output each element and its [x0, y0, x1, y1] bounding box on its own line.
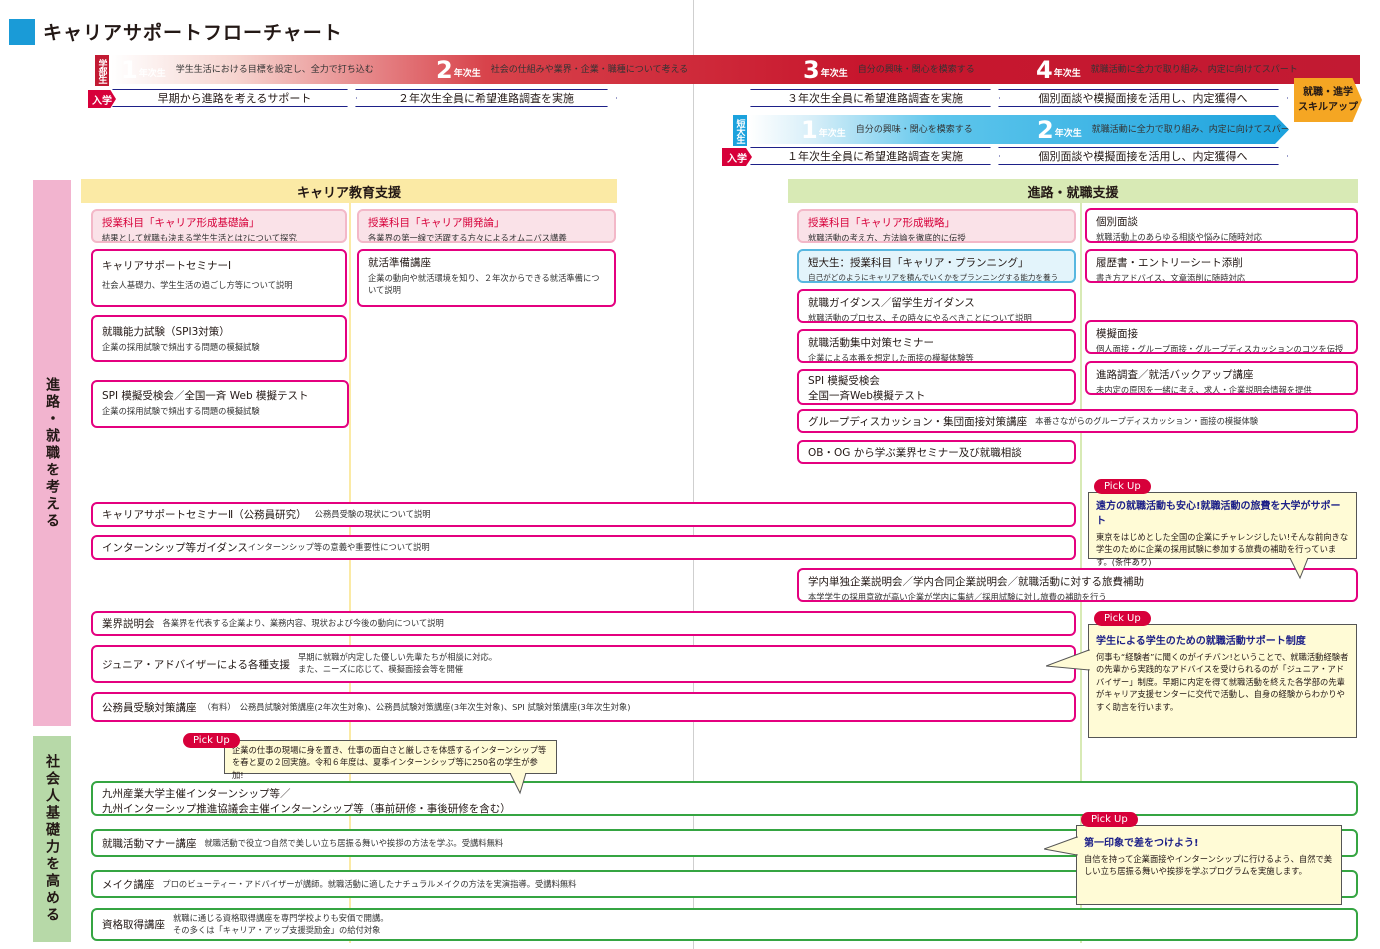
univ-enter-tag: 入学 [88, 90, 116, 108]
civil-service-exam-lecture: 公務員受験対策講座（有料）公務員試験対策講座(2年次生対象)、公務員試験対策講座… [91, 692, 1076, 722]
callout-junior-advisor: 学生による学生のための就職活動サポート制度何事も“経験者”に聞くのがイチバン!と… [1088, 624, 1357, 738]
tanki-career-planning: 短大生：授業科目「キャリア・プランニング」自己がどのようにキャリアを積んでいくか… [797, 249, 1076, 283]
column-line-1 [349, 203, 351, 943]
univ-arrow-3: ３年次生全員に希望進路調査を実施 [750, 89, 1000, 107]
tanki-enter-tag: 入学 [722, 148, 752, 166]
intensive-job-seminar: 就職活動集中対策セミナー企業による本番を想定した面接の模擬体験等 [797, 329, 1076, 363]
section-header-career-support: 進路・就職支援 [788, 179, 1358, 203]
spi-mock-test-left: SPI 模擬受検会／全国一斉 Web 模擬テスト企業の採用試験で頻出する問題の模… [91, 380, 349, 428]
callout-pointer-4 [1044, 836, 1078, 856]
internship-guidance: インターンシップ等ガイダンスインターンシップ等の意義や重要性について説明 [91, 535, 1076, 560]
course-career-formation-basics: 授業科目「キャリア形成基礎論」結果として就職も決まる学生生活とは?について探究 [91, 209, 347, 243]
univ-arrow-4: 個別面談や模擬面接を活用し、内定獲得へ [998, 89, 1288, 107]
callout-travel-support: 遠方の就職活動も安心!就職活動の旅費を大学がサポート東京をはじめとした全国の企業… [1088, 492, 1357, 567]
side-label-skills: 社会人基礎力を高める [33, 736, 71, 942]
side-label-think: 進路・就職を考える [33, 180, 71, 726]
callout-internship: 企業の仕事の現場に身を置き、仕事の面白さと厳しさを体感するインターンシップ等を春… [224, 740, 557, 780]
junior-advisor-support: ジュニア・アドバイザーによる各種支援 早期に就職が内定した優しい先輩たちが相談に… [91, 645, 1076, 683]
tanki-tag: 短大生 [733, 115, 747, 146]
course-career-development: 授業科目「キャリア開発論」各業界の第一線で活躍する方々によるオムニバス講義 [357, 209, 616, 243]
page-fold [693, 0, 694, 949]
pickup-badge-2: Pick Up [1094, 611, 1151, 626]
industry-briefing: 業界説明会各業界を代表する企業より、業務内容、現状および今後の動向について説明 [91, 611, 1076, 636]
career-support-seminar-2: キャリアサポートセミナーⅡ（公務員研究）公務員受験の現状について説明 [91, 502, 1076, 527]
step-up-arrow: 就職・進学スキルアップ [1294, 78, 1362, 122]
certification-lecture: 資格取得講座 就職に通じる資格取得講座を専門学校よりも安価で開講。その多くは「キ… [91, 908, 1358, 941]
backup-lecture: 進路調査／就活バックアップ講座未内定の原因を一緒に考え、求人・企業説明会情報を提… [1085, 361, 1358, 395]
callout-first-impression: 第一印象で差をつけよう!自信を持って企業面接やインターンシップに行けるよう、自然… [1076, 825, 1342, 905]
tanki-arrow-1: １年次生全員に希望進路調査を実施 [750, 147, 1000, 165]
spi-mock-test-right: SPI 模擬受検会全国一斉Web模擬テスト [797, 369, 1076, 405]
univ-arrow-2: ２年次生全員に希望進路調査を実施 [355, 89, 617, 107]
ob-og-seminar: OB・OG から学ぶ業界セミナー及び就職相談 [797, 440, 1076, 464]
tanki-arrow-2: 個別面談や模擬面接を活用し、内定獲得へ [998, 147, 1288, 165]
page-title: キャリアサポートフローチャート [43, 22, 343, 44]
campus-company-fair: 学内単独企業説明会／学内合同企業説明会／就職活動に対する旅費補助本学学生の採用意… [797, 568, 1358, 602]
callout-pointer-1 [1290, 558, 1309, 580]
pickup-badge-3: Pick Up [183, 733, 240, 748]
individual-consultation: 個別面談就職活動上のあらゆる相談や悩みに随時対応 [1085, 208, 1358, 243]
pickup-badge-1: Pick Up [1094, 479, 1151, 494]
job-guidance: 就職ガイダンス／留学生ガイダンス就職活動のプロセス、その時々にやるべきことについ… [797, 289, 1076, 323]
pickup-badge-4: Pick Up [1081, 812, 1138, 827]
resume-review: 履歴書・エントリーシート添削書き方アドバイス、文章添削に随時対応 [1085, 249, 1358, 283]
group-discussion-lecture: グループディスカッション・集団面接対策講座本番さながらのグループディスカッション… [797, 409, 1358, 433]
spi3-ability-test: 就職能力試験（SPI3対策）企業の採用試験で頻出する問題の模擬試験 [91, 315, 347, 362]
callout-pointer-3 [510, 773, 527, 795]
callout-pointer-2 [1046, 649, 1090, 671]
title-marker [9, 19, 35, 45]
section-header-career-education: キャリア教育支援 [81, 179, 617, 203]
job-prep-lecture: 就活準備講座企業の動向や就活環境を知り、２年次からできる就活準備について説明 [357, 249, 616, 307]
course-career-strategy: 授業科目「キャリア形成戦略」就職活動の考え方、方法論を徹底的に伝授 [797, 209, 1076, 243]
univ-tag: 学部生 [95, 55, 109, 86]
mock-interview: 模擬面接個人面接・グループ面接・グループディスカッションのコツを伝授 [1085, 320, 1358, 354]
internship-programs: 九州産業大学主催インターンシップ等／九州インターシップ推進協議会主催インターンシ… [91, 781, 1358, 816]
univ-arrow-1: 早期から進路を考えるサポート [112, 89, 357, 107]
